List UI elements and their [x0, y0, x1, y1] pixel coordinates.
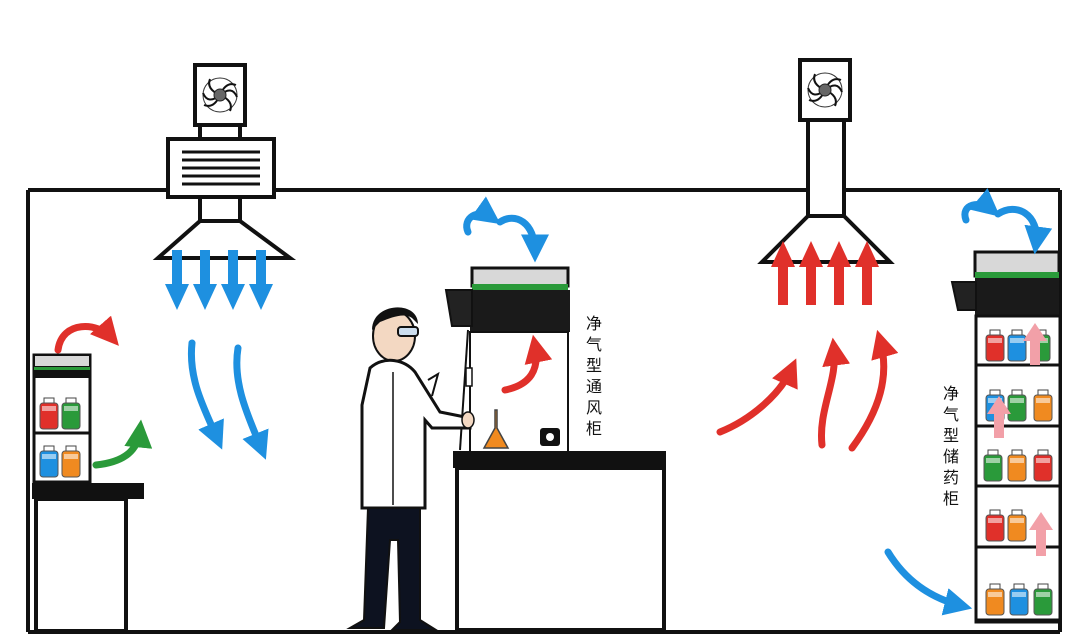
- fan-icon: [193, 63, 247, 127]
- bottle-icon: [61, 445, 81, 478]
- air-arrow-icon: [501, 334, 553, 394]
- air-arrow-icon: [994, 205, 1053, 255]
- air-arrow-icon: [187, 339, 224, 450]
- bottle-icon: [983, 449, 1003, 482]
- bottle-icon: [61, 397, 81, 430]
- air-arrow-icon: [54, 315, 119, 354]
- small-storage-cabinet: [32, 353, 92, 487]
- supply-diffuser-hood: [152, 219, 297, 260]
- center-bench: [453, 451, 666, 632]
- bottle-icon: [985, 509, 1005, 542]
- bottle-icon: [1007, 329, 1027, 362]
- air-arrow-icon: [233, 344, 269, 460]
- bottle-icon: [1007, 509, 1027, 542]
- air-arrow-icon: [92, 419, 153, 469]
- air-arrow-icon: [884, 548, 973, 616]
- supply-fan-unit: [152, 63, 297, 460]
- air-arrow-icon: [961, 188, 1001, 224]
- supply-air-arrows: [165, 250, 273, 310]
- fan-icon: [798, 58, 852, 122]
- left-bench: [32, 483, 144, 633]
- bottle-icon: [1033, 449, 1053, 482]
- bottle-icon: [1033, 583, 1053, 616]
- bottle-icon: [1007, 389, 1027, 422]
- air-arrow-icon: [848, 329, 899, 452]
- bottle-icon: [39, 397, 59, 430]
- air-arrow-icon: [817, 337, 851, 449]
- bottle-icon: [1007, 449, 1027, 482]
- storage-cabinet-label: 净气型储药柜: [942, 384, 959, 508]
- air-arrow-icon: [463, 196, 501, 236]
- scientist-figure: [346, 307, 475, 631]
- bottle-icon: [985, 329, 1005, 362]
- bottle-icon: [985, 583, 1005, 616]
- exhaust-air-arrows: [771, 241, 879, 305]
- flask-icon: [482, 409, 510, 449]
- exhaust-fan-unit: [716, 58, 899, 452]
- filtered-air-arrows: [987, 323, 1053, 556]
- exhaust-hood: [757, 214, 895, 264]
- air-arrow-icon: [716, 358, 798, 436]
- fume-hood-label: 净气型通风柜: [585, 314, 602, 438]
- bottle-icon: [1009, 583, 1029, 616]
- bottle-icon: [39, 445, 59, 478]
- bottle-icon: [1033, 389, 1053, 422]
- storage-cabinet: [950, 250, 1062, 624]
- air-arrow-icon: [496, 214, 549, 263]
